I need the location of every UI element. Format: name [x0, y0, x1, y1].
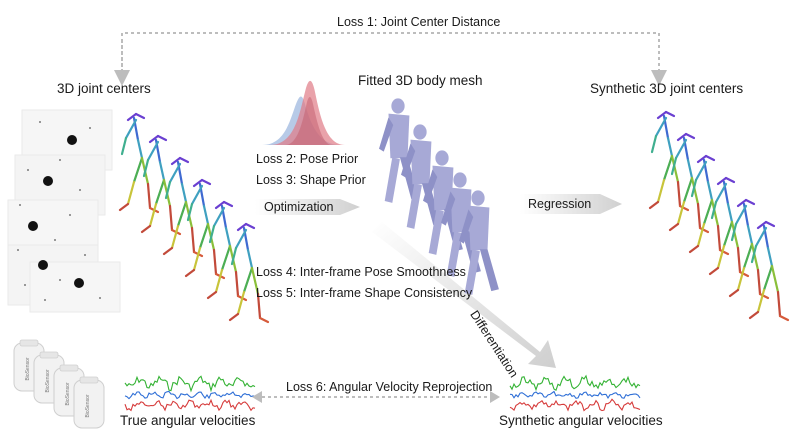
mesh-title: Fitted 3D body mesh [358, 73, 483, 88]
true-velocities-label: True angular velocities [120, 413, 256, 428]
synthetic-velocity-signals [509, 374, 641, 412]
joint-skeleton-left [118, 112, 270, 324]
joint-skeleton-right [648, 110, 790, 322]
loss5-label: Loss 5: Inter-frame Shape Consistency [256, 286, 473, 300]
fitted-body-meshes [379, 98, 499, 295]
svg-text:BioSensor: BioSensor [65, 382, 71, 405]
loss6-label: Loss 6: Angular Velocity Reprojection [286, 380, 493, 394]
optimization-arrow [255, 199, 360, 215]
synthetic-joints-title: Synthetic 3D joint centers [590, 81, 744, 96]
svg-text:BioSensor: BioSensor [85, 394, 91, 417]
marker-images [7, 109, 121, 313]
true-velocity-signals [124, 375, 256, 412]
optimization-label: Optimization [264, 200, 334, 214]
joint-centers-title: 3D joint centers [57, 81, 151, 96]
svg-text:BioSensor: BioSensor [45, 369, 51, 392]
loss1-connector [114, 32, 667, 86]
prior-distribution [262, 80, 345, 145]
regression-label: Regression [528, 197, 592, 211]
synthetic-velocities-label: Synthetic angular velocities [499, 413, 663, 428]
loss6-connector [252, 391, 500, 403]
loss4-label: Loss 4: Inter-frame Pose Smoothness [256, 265, 466, 279]
loss2-label: Loss 2: Pose Prior [256, 152, 359, 166]
svg-text:BioSensor: BioSensor [25, 357, 31, 380]
loss1-label: Loss 1: Joint Center Distance [337, 15, 501, 29]
loss3-label: Loss 3: Shape Prior [256, 173, 366, 187]
differentiation-arrow [372, 222, 556, 368]
regression-arrow [520, 194, 622, 214]
